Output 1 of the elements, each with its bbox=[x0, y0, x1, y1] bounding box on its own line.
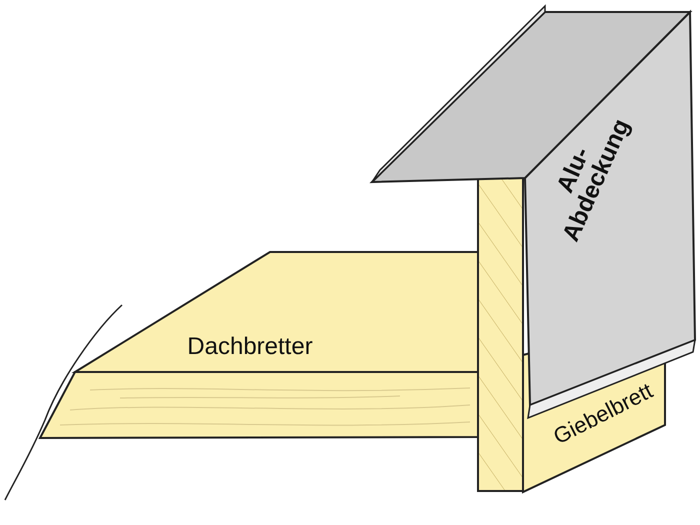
part-label: Dachbretter bbox=[186, 334, 314, 360]
